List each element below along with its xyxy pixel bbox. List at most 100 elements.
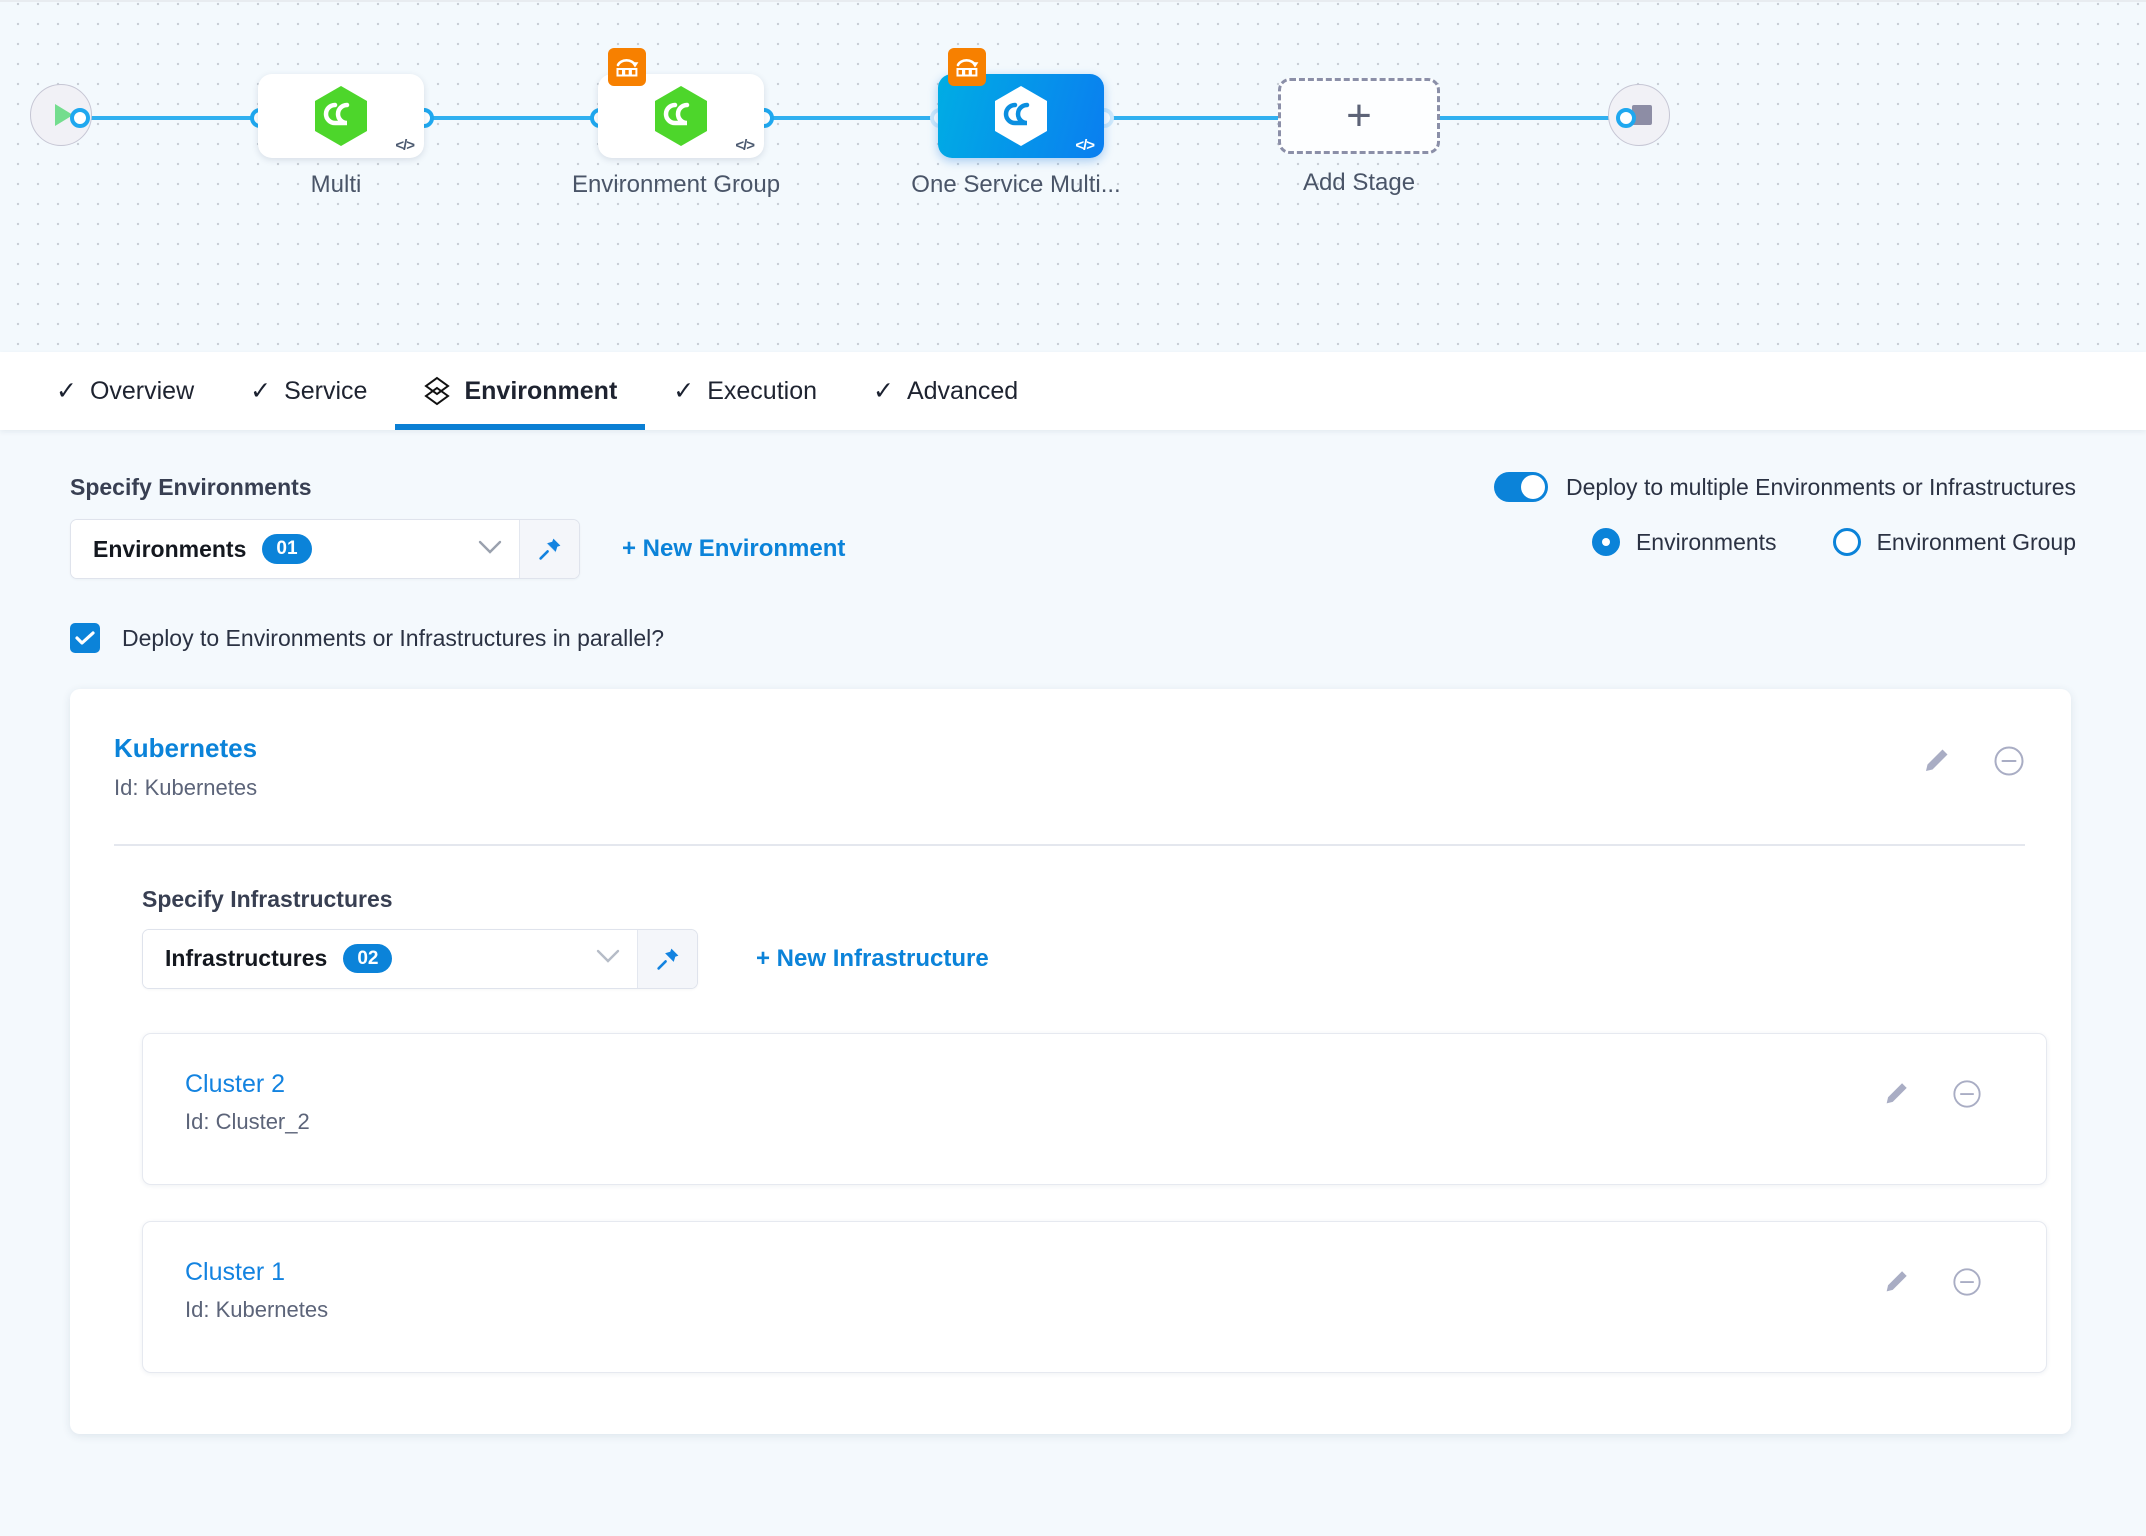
radio-environment-group-label: Environment Group <box>1876 528 2076 555</box>
plus-icon: + <box>1346 91 1372 140</box>
rollback-icon <box>956 59 979 77</box>
rollback-badge-icon <box>948 48 986 86</box>
edge-multi-to-envgroup <box>420 116 600 120</box>
radio-environments-label: Environments <box>1635 528 1777 555</box>
pencil-icon[interactable] <box>1921 746 1951 781</box>
new-environment-link[interactable]: + New Environment <box>622 535 846 562</box>
rollback-badge-icon <box>608 48 646 86</box>
tab-label: Execution <box>707 376 818 405</box>
tab-overview[interactable]: ✓ Overview <box>28 352 222 430</box>
play-icon <box>55 104 73 126</box>
parallel-checkbox-row[interactable]: Deploy to Environments or Infrastructure… <box>70 623 2146 653</box>
pin-environments-button[interactable] <box>519 520 579 578</box>
environment-panel-body: Specify Environments Environments 01 <box>0 430 2146 1536</box>
pipeline-stage-one-service-multi[interactable]: </> <box>938 48 1104 158</box>
add-stage-button[interactable]: + <box>1278 78 1440 154</box>
pipeline-stage-multi[interactable]: </> <box>258 74 424 158</box>
environments-count-badge: 01 <box>262 534 312 564</box>
add-stage-label: Add Stage <box>1302 169 1416 196</box>
edge-oneservice-to-addstage <box>1100 116 1285 120</box>
environments-select-group: Environments 01 <box>70 519 580 579</box>
multi-deploy-toggle-row[interactable]: Deploy to multiple Environments or Infra… <box>1493 472 2076 502</box>
stage-icon-wrap-one-service-multi <box>938 74 1104 158</box>
harness-hexagon-icon <box>995 86 1047 146</box>
multi-deploy-toggle[interactable] <box>1493 472 1548 502</box>
infrastructures-count-badge: 02 <box>343 943 393 974</box>
environment-selector-row: Environments 01 + New Env <box>70 519 2146 579</box>
infrastructure-card-actions <box>1882 1079 1982 1114</box>
tab-service[interactable]: ✓ Service <box>222 352 395 430</box>
pipeline-stage-environment-group[interactable]: </> <box>598 48 764 158</box>
stage-code-icon[interactable]: </> <box>1075 137 1095 154</box>
environments-select-value: Environments <box>93 535 247 562</box>
stage-label-multi: Multi <box>310 171 362 198</box>
harness-hexagon-icon <box>315 86 367 146</box>
stage-icon-wrap-environment-group <box>598 74 764 158</box>
layers-icon <box>423 376 451 406</box>
environment-card-actions <box>1921 745 2025 782</box>
specify-infrastructures-block: Specify Infrastructures Infrastructures … <box>142 886 2025 989</box>
environments-select[interactable]: Environments 01 <box>71 520 519 578</box>
specify-environments-label: Specify Environments <box>70 474 312 500</box>
minus-circle-icon[interactable] <box>1952 1267 1982 1302</box>
radio-environment-group[interactable] <box>1832 528 1861 556</box>
stage-code-icon[interactable]: </> <box>735 137 755 154</box>
tab-environment[interactable]: Environment <box>395 352 646 430</box>
environment-card: Kubernetes Id: Kubernetes Specify Infras… <box>70 689 2071 1434</box>
infrastructures-select[interactable]: Infrastructures 02 <box>143 929 637 988</box>
check-icon: ✓ <box>673 376 695 405</box>
check-icon: ✓ <box>56 376 77 405</box>
infrastructure-card[interactable]: Cluster 1 Id: Kubernetes <box>142 1220 2047 1373</box>
specify-infrastructures-label: Specify Infrastructures <box>142 885 393 912</box>
port-start-out[interactable] <box>70 108 90 128</box>
environment-id-text: Id: Kubernetes <box>114 775 258 800</box>
infrastructure-id-text: Id: Kubernetes <box>185 1296 329 1322</box>
pin-icon <box>656 948 678 970</box>
tab-advanced[interactable]: ✓ Advanced <box>845 352 1046 430</box>
environment-name-link[interactable]: Kubernetes <box>114 733 258 763</box>
infrastructure-selector-row: Infrastructures 02 + New Infrastructure <box>142 928 2025 989</box>
check-icon: ✓ <box>250 376 272 405</box>
chevron-down-icon <box>595 947 621 970</box>
pencil-icon[interactable] <box>1882 1080 1910 1113</box>
infrastructures-select-group: Infrastructures 02 <box>142 928 698 989</box>
infrastructure-name-link[interactable]: Cluster 2 <box>185 1069 286 1098</box>
stage-tab-bar: ✓ Overview ✓ Service Environment ✓ Execu… <box>0 352 2146 430</box>
multi-deploy-toggle-label: Deploy to multiple Environments or Infra… <box>1565 473 2076 500</box>
multi-deploy-controls: Deploy to multiple Environments or Infra… <box>1493 472 2076 556</box>
pipeline-canvas[interactable]: </> Multi </> Environment Group <box>0 0 2146 352</box>
parallel-checkbox-label: Deploy to Environments or Infrastructure… <box>122 624 665 651</box>
infrastructure-name-link[interactable]: Cluster 1 <box>185 1257 286 1286</box>
tab-execution[interactable]: ✓ Execution <box>645 352 845 430</box>
environment-card-divider <box>114 844 2025 846</box>
harness-hexagon-icon <box>655 86 707 146</box>
rollback-icon <box>616 59 639 77</box>
pencil-icon[interactable] <box>1882 1268 1910 1301</box>
new-infrastructure-link[interactable]: + New Infrastructure <box>756 944 989 972</box>
pin-infrastructures-button[interactable] <box>637 929 697 988</box>
minus-circle-icon[interactable] <box>1993 745 2025 782</box>
stage-code-icon[interactable]: </> <box>395 137 415 154</box>
tab-label: Overview <box>89 376 195 405</box>
chevron-down-icon <box>477 538 503 561</box>
infrastructure-id-text: Id: Cluster_2 <box>185 1108 310 1134</box>
stop-icon <box>1631 105 1652 125</box>
stage-icon-wrap-multi <box>258 74 424 158</box>
check-icon: ✓ <box>873 376 894 405</box>
stage-label-one-service-multi: One Service Multi... <box>911 171 1121 198</box>
edge-addstage-to-end <box>1435 116 1625 120</box>
pin-icon <box>538 538 560 560</box>
check-icon <box>75 631 95 645</box>
edge-start-to-multi <box>80 116 260 120</box>
stage-label-environment-group: Environment Group <box>571 171 781 198</box>
parallel-checkbox[interactable] <box>70 623 100 653</box>
tab-label: Environment <box>464 376 618 405</box>
minus-circle-icon[interactable] <box>1952 1079 1982 1114</box>
port-end-in[interactable] <box>1616 108 1636 128</box>
tab-label: Service <box>284 376 368 405</box>
edge-envgroup-to-oneservice <box>760 116 940 120</box>
deploy-target-radio-group: Environments Environment Group <box>1494 528 2076 556</box>
specify-environments-block: Specify Environments Environments 01 <box>70 474 2146 653</box>
radio-environments[interactable] <box>1591 528 1620 556</box>
infrastructure-card[interactable]: Cluster 2 Id: Cluster_2 <box>142 1032 2047 1185</box>
